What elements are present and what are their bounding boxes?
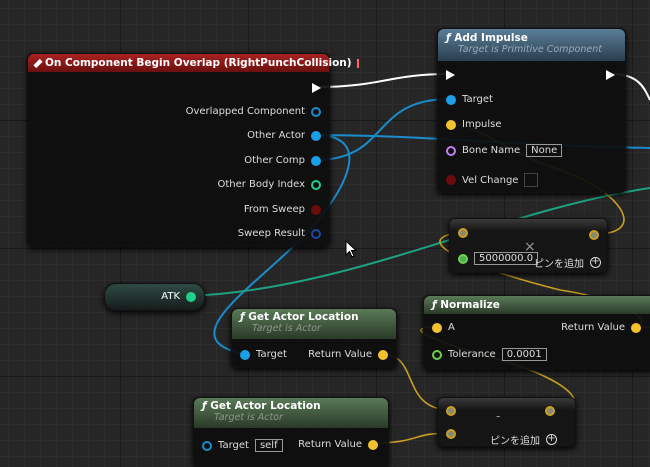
atk-output-pin[interactable] xyxy=(186,291,196,302)
get-actor-location-node-2[interactable]: ƒ Get Actor Location Target is Actor Tar… xyxy=(193,397,389,467)
subtract-add-pin-button[interactable]: ピンを追加+ xyxy=(490,433,557,447)
pin-from-sweep[interactable]: From Sweep xyxy=(244,204,321,215)
add-impulse-node[interactable]: ƒ Add Impulse Target is Primitive Compon… xyxy=(437,28,626,193)
pin-other-body-index[interactable]: Other Body Index xyxy=(217,179,321,190)
multiply-value-input[interactable]: 5000000.0 xyxy=(474,252,539,265)
multiply-input-b-pin[interactable]: 5000000.0 xyxy=(458,252,539,265)
function-icon: ƒ xyxy=(240,311,249,323)
mouse-cursor-icon xyxy=(345,240,357,258)
multiply-input-a-pin[interactable] xyxy=(458,228,468,238)
pin-vel-change[interactable]: Vel Change xyxy=(446,173,539,187)
other-comp-wire xyxy=(314,98,451,161)
bone-name-input[interactable]: None xyxy=(526,144,563,157)
event-node-title: On Component Begin Overlap (RightPunchCo… xyxy=(45,57,352,69)
tolerance-input[interactable]: 0.0001 xyxy=(501,348,547,361)
event-node-header: On Component Begin Overlap (RightPunchCo… xyxy=(28,54,359,72)
pin-other-comp[interactable]: Other Comp xyxy=(244,155,321,166)
event-diamond-icon xyxy=(33,58,43,68)
pin-target[interactable]: Target xyxy=(446,94,493,105)
pin-target[interactable]: Target xyxy=(240,349,287,360)
pin-return-value[interactable]: Return Value xyxy=(298,439,378,450)
exec-in-pin[interactable] xyxy=(446,70,455,80)
atk-variable-node[interactable]: ATK xyxy=(104,283,205,311)
subtract-input-b-pin[interactable] xyxy=(446,429,456,439)
pin-sweep-result[interactable]: Sweep Result xyxy=(238,228,321,239)
delegate-pin-icon[interactable] xyxy=(356,58,359,68)
add-impulse-header: ƒ Add Impulse Target is Primitive Compon… xyxy=(438,29,625,61)
pin-other-actor[interactable]: Other Actor xyxy=(247,130,321,141)
function-icon: ƒ xyxy=(432,299,441,311)
function-icon: ƒ xyxy=(446,32,455,44)
subtract-output-pin[interactable] xyxy=(545,406,555,416)
function-icon: ƒ xyxy=(202,400,211,412)
event-node-on-component-begin-overlap[interactable]: On Component Begin Overlap (RightPunchCo… xyxy=(27,53,359,247)
pin-return-value[interactable]: Return Value xyxy=(308,349,388,360)
multiply-add-pin-button[interactable]: ピンを追加+ xyxy=(534,256,601,270)
pin-return-value[interactable]: Return Value xyxy=(561,322,641,333)
multiply-node[interactable]: × 5000000.0 ピンを追加+ xyxy=(449,218,608,273)
atk-label: ATK xyxy=(161,291,180,302)
subtract-node[interactable]: - ピンを追加+ xyxy=(437,397,576,447)
exec-out-pin[interactable] xyxy=(312,83,321,93)
get-actor-location-node-1[interactable]: ƒ Get Actor Location Target is Actor Tar… xyxy=(231,308,397,368)
target-self-input[interactable]: self xyxy=(254,439,283,452)
pin-overlapped-component[interactable]: Overlapped Component xyxy=(186,106,321,117)
exec-out-pin[interactable] xyxy=(606,70,615,80)
exec-wire xyxy=(317,73,449,88)
atk-wire xyxy=(187,187,650,297)
pin-impulse[interactable]: Impulse xyxy=(446,119,502,130)
add-pin-icon: + xyxy=(590,256,601,268)
subtract-symbol: - xyxy=(496,409,501,423)
subtract-input-a-pin[interactable] xyxy=(446,406,456,416)
add-pin-icon: + xyxy=(546,433,557,445)
pin-a[interactable]: A xyxy=(432,322,455,333)
multiply-output-pin[interactable] xyxy=(589,230,599,240)
multiply-symbol: × xyxy=(524,239,536,255)
vel-change-checkbox[interactable] xyxy=(524,173,539,187)
